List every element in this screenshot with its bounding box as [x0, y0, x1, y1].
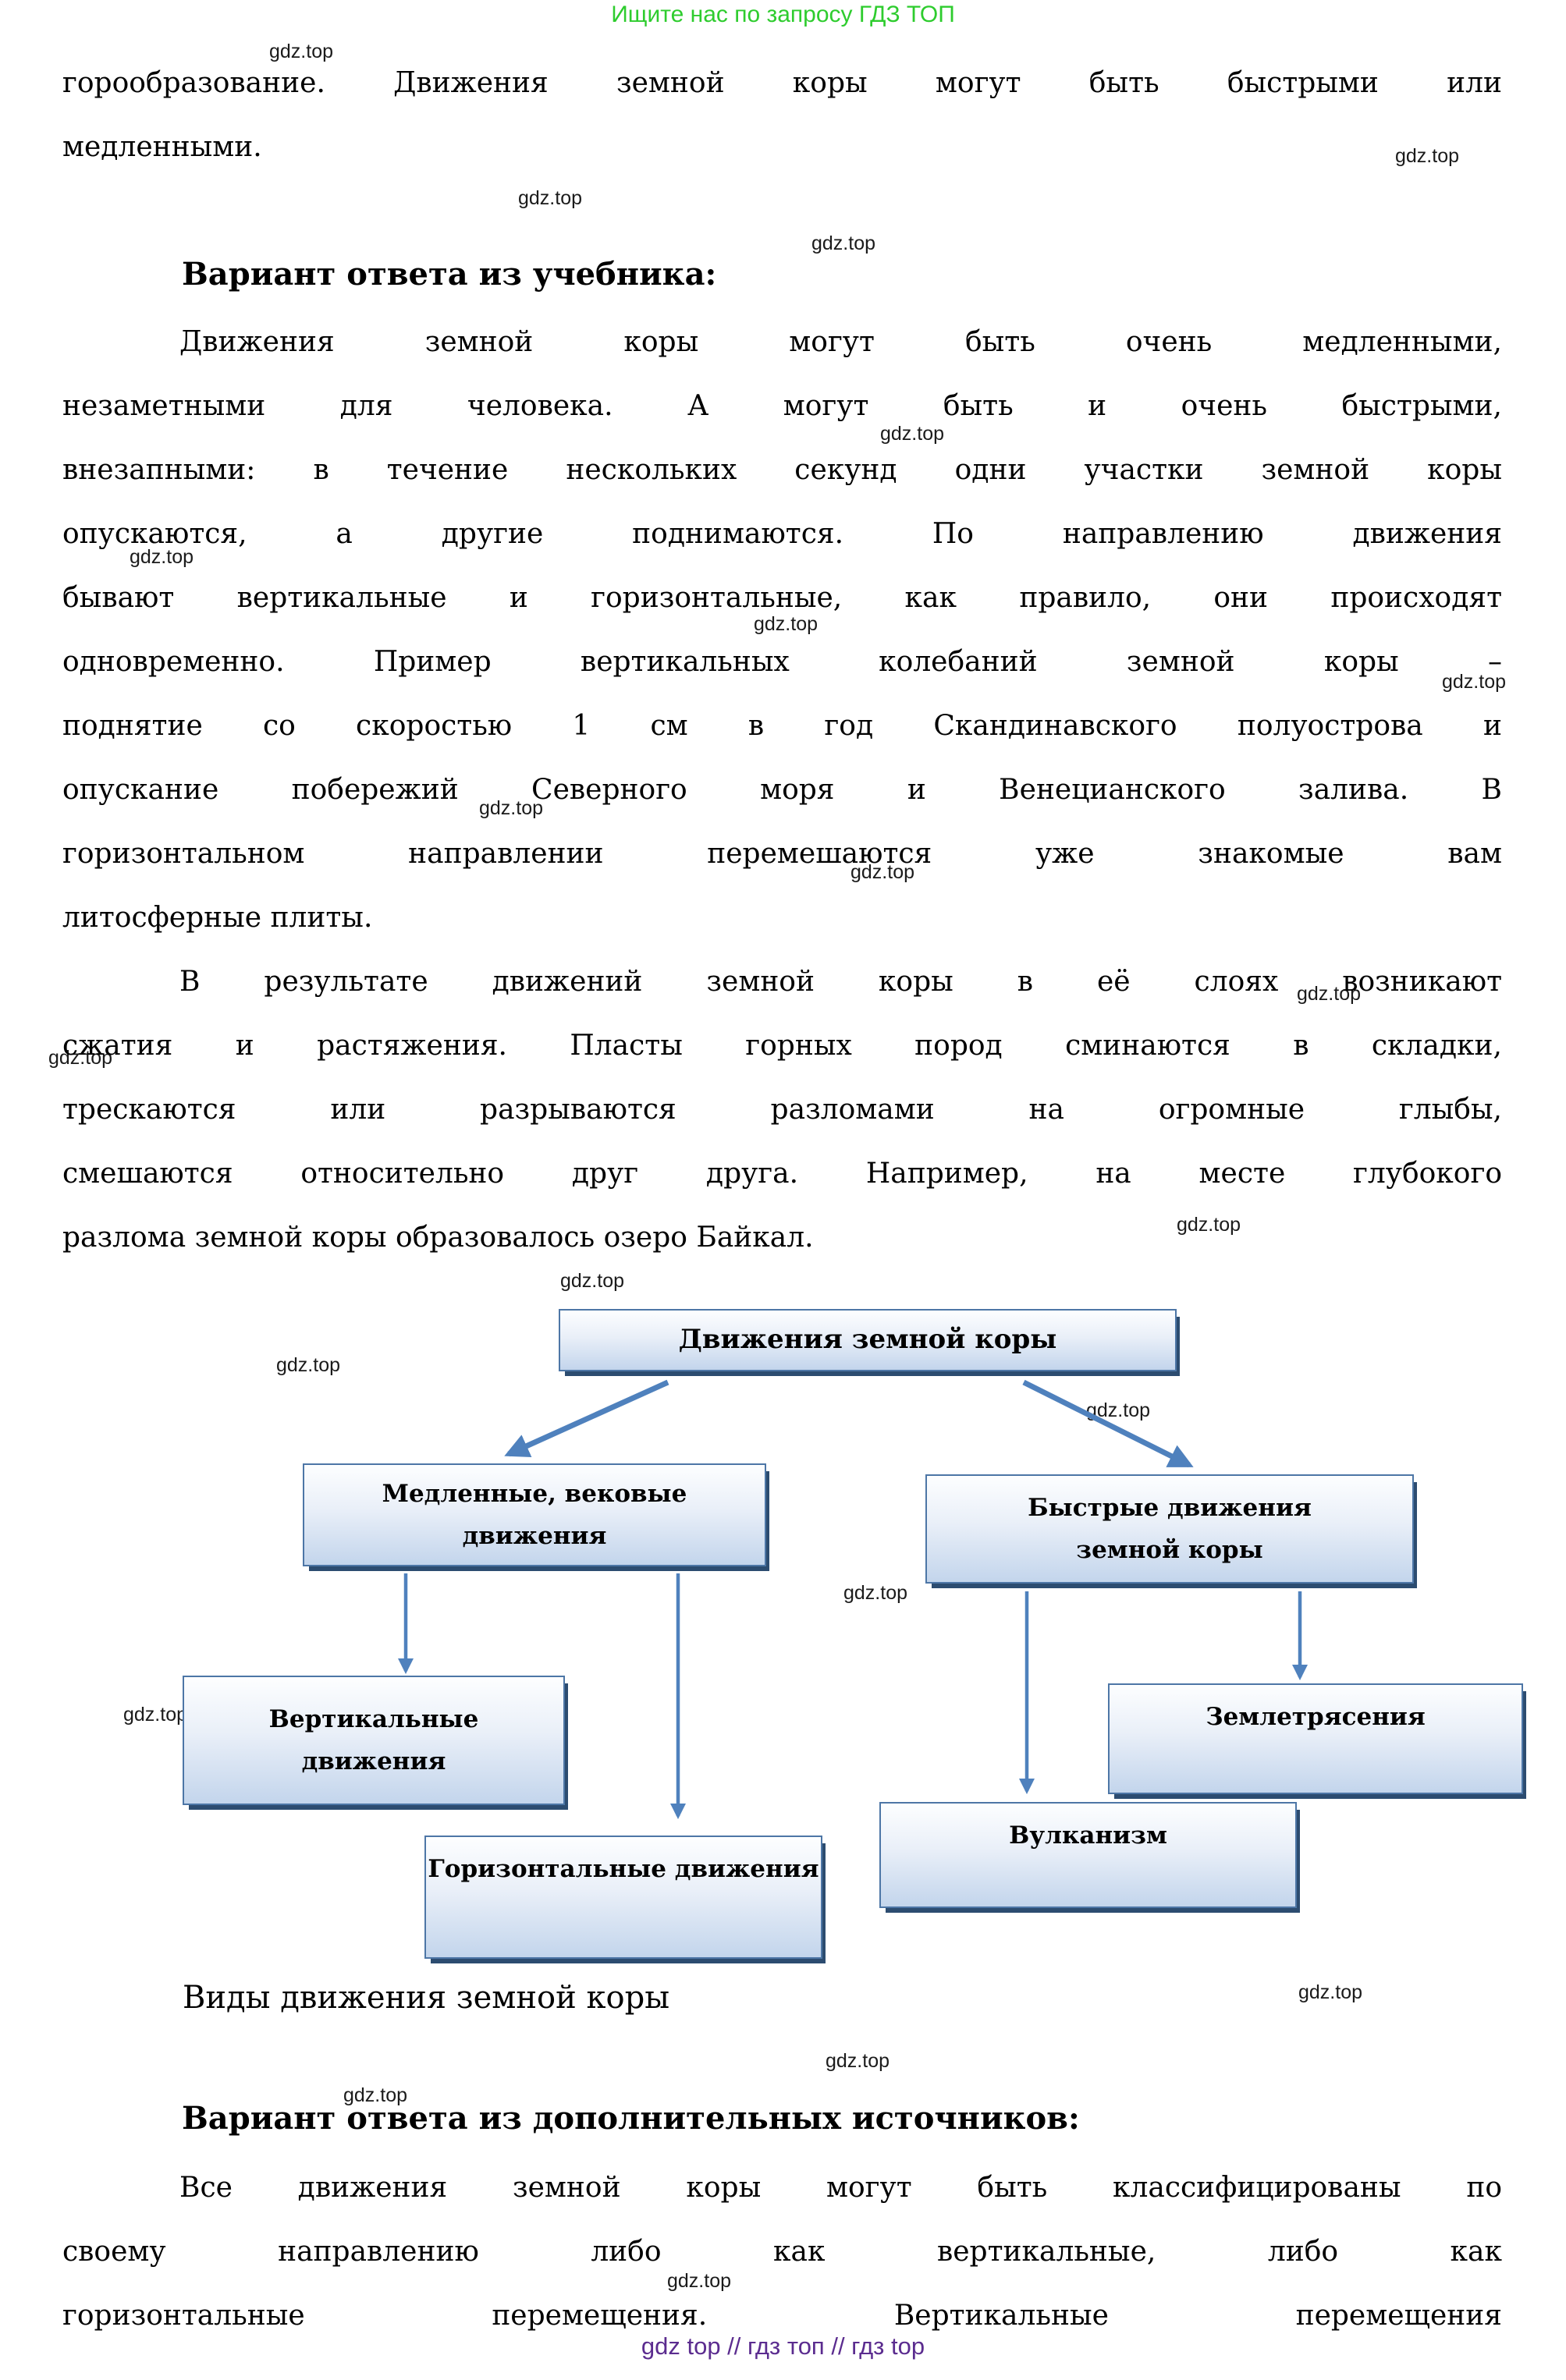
text-line: В результате движений земной коры в её с…: [179, 966, 1502, 998]
diagram-box-vertical: Вертикальные движения: [183, 1676, 565, 1805]
text-line: сжатия и растяжения. Пласты горных пород…: [62, 1030, 1502, 1062]
text-line: опускаются, а другие поднимаются. По нап…: [62, 518, 1502, 550]
diagram-box-volcanism: Вулканизм: [879, 1802, 1297, 1908]
gdz-watermark: gdz.top: [880, 423, 945, 445]
text-line: трескаются или разрываются разломами на …: [62, 1094, 1502, 1126]
text-line: опускание побережий Северного моря и Вен…: [62, 774, 1502, 806]
diagram-caption: Виды движения земной коры: [183, 1980, 670, 2016]
gdz-watermark: gdz.top: [130, 546, 194, 568]
paragraph-folds-faults: В результате движений земной коры в её с…: [62, 950, 1502, 1270]
gdz-watermark: gdz.top: [1177, 1214, 1241, 1236]
diagram-box-slow: Медленные, вековые движения: [303, 1463, 766, 1566]
section-heading-textbook: Вариант ответа из учебника:: [182, 256, 717, 293]
diagram-box-earthquake: Землетрясения: [1108, 1683, 1523, 1794]
gdz-watermark: gdz.top: [843, 1582, 908, 1604]
paragraph-textbook-answer: Движения земной коры могут быть очень ме…: [62, 310, 1502, 950]
gdz-watermark: gdz.top: [667, 2270, 732, 2292]
gdz-watermark: gdz.top: [754, 613, 819, 635]
gdz-watermark: gdz.top: [48, 1047, 113, 1069]
gdz-watermark: gdz.top: [1395, 145, 1460, 167]
gdz-watermark: gdz.top: [1442, 671, 1507, 693]
text-line: смешаются относительно друг друга. Напри…: [62, 1158, 1502, 1190]
gdz-watermark: gdz.top: [479, 797, 544, 819]
text-line: Все движения земной коры могут быть клас…: [179, 2172, 1502, 2204]
gdz-watermark: gdz.top: [850, 861, 915, 883]
gdz-watermark: gdz.top: [123, 1704, 188, 1726]
text-line: литосферные плиты.: [62, 902, 373, 934]
gdz-watermark: gdz.top: [276, 1354, 341, 1376]
arrow-main-to-slow: [504, 1379, 669, 1457]
gdz-watermark: gdz.top: [560, 1270, 625, 1292]
gdz-watermark: gdz.top: [1297, 983, 1362, 1005]
text-line: горообразование. Движения земной коры мо…: [62, 67, 1502, 99]
arrow-main-to-fast: [1022, 1379, 1194, 1468]
diagram-connector-arrows: [397, 1379, 1309, 1820]
text-line: поднятие со скоростью 1 см в год Скандин…: [62, 710, 1502, 742]
text-line: внезапными: в течение нескольких секунд …: [62, 454, 1502, 486]
text-line: бывают вертикальные и горизонтальные, ка…: [62, 582, 1502, 614]
gdz-watermark: gdz.top: [1298, 1981, 1363, 2003]
diagram-box-fast: Быстрые движения земной коры: [925, 1474, 1414, 1584]
paragraph-additional-answer: Все движения земной коры могут быть клас…: [62, 2156, 1502, 2348]
gdz-watermark: gdz.top: [518, 187, 583, 209]
text-line: медленными.: [62, 131, 262, 163]
text-line: разлома земной коры образовалось озеро Б…: [62, 1222, 814, 1254]
text-line: горизонтальные перемещения. Вертикальные…: [62, 2300, 1502, 2332]
site-footer-note: gdz top // гдз топ // гдз top: [641, 2332, 925, 2360]
diagram-box-horizontal: Горизонтальные движения: [424, 1836, 822, 1959]
text-line: своему направлению либо как вертикальные…: [62, 2236, 1502, 2268]
gdz-watermark: gdz.top: [343, 2084, 408, 2106]
diagram-box-main: Движения земной коры: [559, 1309, 1177, 1371]
gdz-watermark: gdz.top: [269, 41, 334, 62]
paragraph-intro: горообразование. Движения земной коры мо…: [62, 51, 1502, 179]
text-line: незаметными для человека. А могут быть и…: [62, 390, 1502, 422]
gdz-watermark: gdz.top: [811, 232, 876, 254]
text-line: Движения земной коры могут быть очень ме…: [179, 326, 1502, 358]
text-line: одновременно. Пример вертикальных колеба…: [62, 646, 1502, 678]
site-promo-header: Ищите нас по запросу ГДЗ ТОП: [611, 2, 955, 27]
section-heading-additional: Вариант ответа из дополнительных источни…: [182, 2100, 1080, 2137]
gdz-watermark: gdz.top: [826, 2050, 890, 2072]
text-line: горизонтальном направлении перемешаются …: [62, 838, 1502, 870]
